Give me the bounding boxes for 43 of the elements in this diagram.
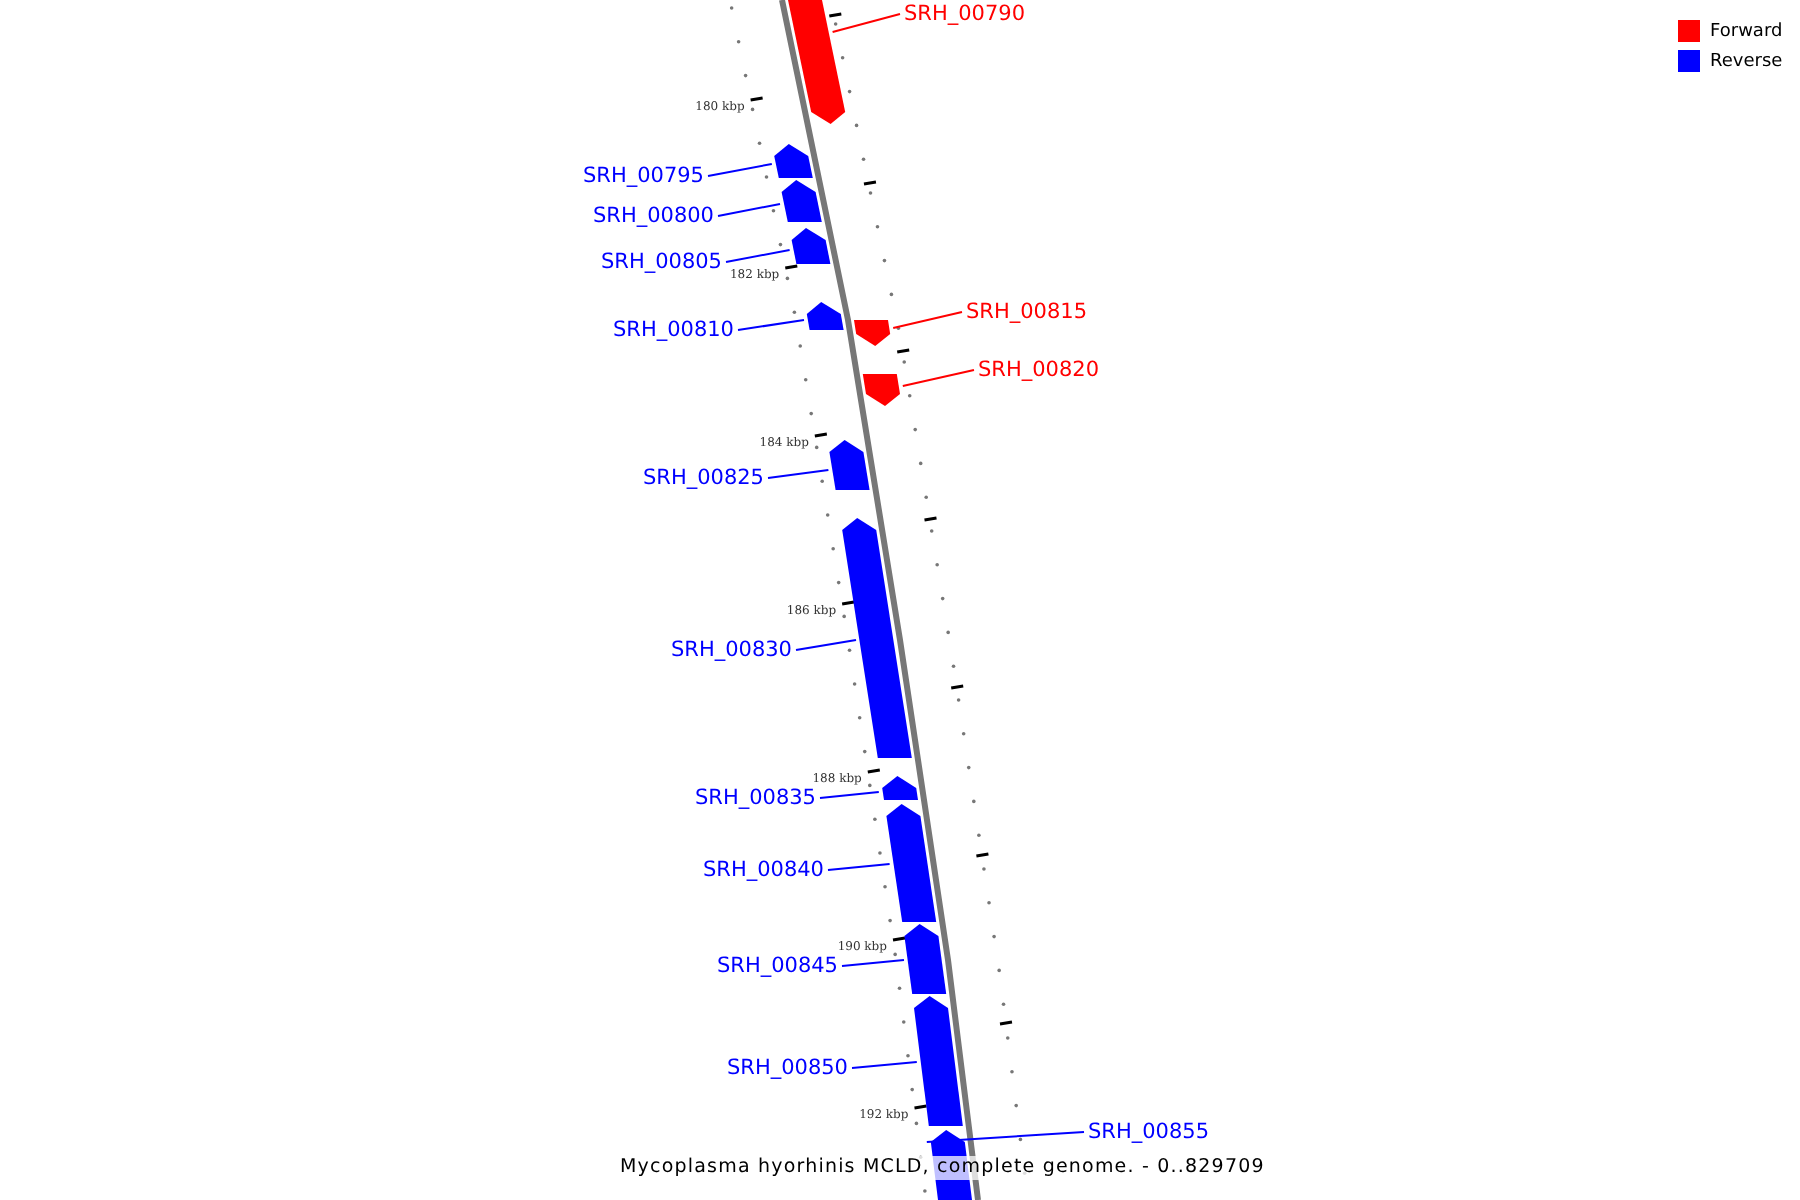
leader-line xyxy=(767,469,830,479)
gene-label: SRH_00820 xyxy=(978,358,1100,382)
gene-label: SRH_00855 xyxy=(1088,1120,1210,1144)
gene-label: SRH_00810 xyxy=(612,318,734,342)
gene-block xyxy=(829,440,870,490)
legend-label: Reverse xyxy=(1710,50,1783,74)
gene-block xyxy=(774,144,813,178)
gene-block xyxy=(862,374,900,406)
leader-line xyxy=(737,319,805,331)
leader-line xyxy=(827,863,891,871)
gene-block xyxy=(788,0,846,124)
gene-label: SRH_00830 xyxy=(670,638,792,662)
gene-label: SRH_00825 xyxy=(642,466,764,490)
gene-label: SRH_00835 xyxy=(694,786,816,810)
gene-label: SRH_00805 xyxy=(600,250,722,274)
gene-block xyxy=(882,776,918,800)
leader-line xyxy=(707,163,773,177)
gene-block xyxy=(791,228,831,264)
gene-label: SRH_00800 xyxy=(592,204,714,228)
gene-label: SRH_00840 xyxy=(702,858,824,882)
leader-line xyxy=(851,1061,918,1069)
gene-block xyxy=(904,924,947,994)
gene-block xyxy=(842,518,912,758)
leader-line xyxy=(717,203,781,217)
gene-block xyxy=(854,320,891,346)
caption: Mycoplasma hyorhinis MCLD, complete genome. - 0..829709 xyxy=(620,1156,1265,1180)
gene-label: SRH_00815 xyxy=(966,300,1088,324)
legend-label: Forward xyxy=(1710,20,1783,44)
leader-line xyxy=(892,311,963,329)
leader-line xyxy=(831,13,901,33)
leader-line xyxy=(725,249,791,263)
leader-line xyxy=(901,369,975,387)
leader-line xyxy=(841,959,905,967)
leader-line xyxy=(925,1131,1085,1143)
gene-label: SRH_00845 xyxy=(716,954,838,978)
gene-label: SRH_00795 xyxy=(582,164,704,188)
gene-label: SRH_00850 xyxy=(726,1056,848,1080)
leader-line xyxy=(819,791,880,799)
leader-line xyxy=(795,639,857,651)
gene-block xyxy=(781,180,822,222)
gene-block xyxy=(886,804,937,922)
gene-block xyxy=(806,302,844,330)
gene-label: SRH_00790 xyxy=(904,2,1026,26)
